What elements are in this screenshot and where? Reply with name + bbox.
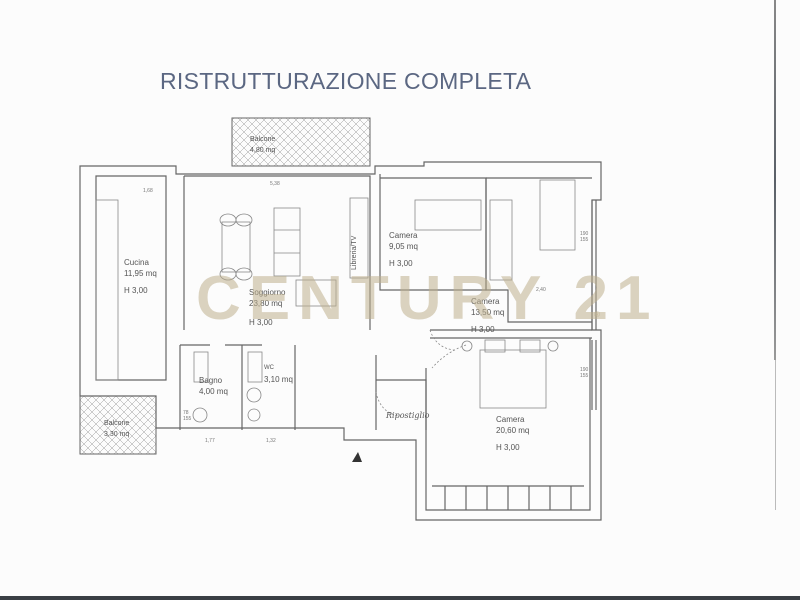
room-name: Camera bbox=[389, 231, 418, 240]
page-edge-right-lower bbox=[775, 360, 776, 510]
dimension-bagno-window: 78 155 bbox=[183, 410, 192, 422]
room-name: Cucina bbox=[124, 258, 149, 267]
room-area: 4,80 mq bbox=[250, 147, 276, 154]
dimension-bagno-width: 1,77 bbox=[205, 438, 215, 444]
page-edge-right bbox=[774, 0, 776, 360]
room-area: 3,10 mq bbox=[264, 375, 293, 384]
room-label-bagno: Bagno 4,00 mq bbox=[199, 375, 228, 397]
room-height: H 3,00 bbox=[124, 286, 148, 295]
dimension-camera: 2,40 bbox=[536, 287, 546, 293]
page-edge-bottom bbox=[0, 596, 800, 600]
room-label-balcone-bottom: Balcone 3,30 mq bbox=[104, 418, 129, 440]
room-name: Bagno bbox=[199, 376, 223, 385]
room-label-soggiorno: Soggiorno 23,80 mq H 3,00 bbox=[249, 287, 285, 328]
century21-watermark: CENTURY 21 bbox=[196, 264, 659, 333]
room-label-ripostiglio: Ripostiglio bbox=[386, 411, 430, 420]
room-height: H 3,00 bbox=[496, 443, 520, 452]
room-area: 23,80 mq bbox=[249, 299, 283, 308]
dimension-soggiorno-width: 5,38 bbox=[270, 181, 280, 187]
room-height: H 3,00 bbox=[471, 325, 495, 334]
room-label-wc: WC 3,10 mq bbox=[264, 363, 293, 385]
room-label-camera-small: Camera 9,05 mq H 3,00 bbox=[389, 230, 418, 269]
room-name: Soggiorno bbox=[249, 288, 286, 297]
room-label-balcone-top: Balcone 4,80 mq bbox=[250, 134, 275, 156]
room-label-camera-large: Camera 20,60 mq H 3,00 bbox=[496, 414, 529, 453]
room-area: 11,95 mq bbox=[124, 269, 157, 278]
page-title: RISTRUTTURAZIONE COMPLETA bbox=[160, 68, 532, 94]
dimension-cucina-width: 1,68 bbox=[143, 188, 153, 194]
room-height: H 3,00 bbox=[389, 259, 413, 268]
room-name: Camera bbox=[496, 415, 525, 424]
room-label-camera-medium: Camera 13,50 mq H 3,00 bbox=[471, 296, 504, 335]
room-label-cucina: Cucina 11,95 mq H 3,00 bbox=[124, 257, 157, 296]
room-area: 13,50 mq bbox=[471, 308, 505, 317]
room-area: 4,00 mq bbox=[199, 387, 228, 396]
room-name: Balcone bbox=[250, 136, 276, 143]
dimension-wc-width: 1,32 bbox=[266, 438, 276, 444]
room-height: H 3,00 bbox=[249, 318, 273, 327]
balcone-top-area bbox=[231, 117, 371, 167]
room-area: 3,30 mq bbox=[104, 431, 130, 438]
room-name: Balcone bbox=[104, 420, 130, 427]
room-area: 20,60 mq bbox=[496, 426, 530, 435]
north-arrow-icon bbox=[352, 452, 362, 462]
dimension-window-1: 190 155 bbox=[580, 231, 589, 243]
dimension-window-2: 190 155 bbox=[580, 367, 589, 379]
registered-mark-icon: ® bbox=[594, 310, 600, 319]
room-area: 9,05 mq bbox=[389, 242, 418, 251]
room-name: Camera bbox=[471, 297, 500, 306]
room-name: WC bbox=[264, 365, 274, 371]
